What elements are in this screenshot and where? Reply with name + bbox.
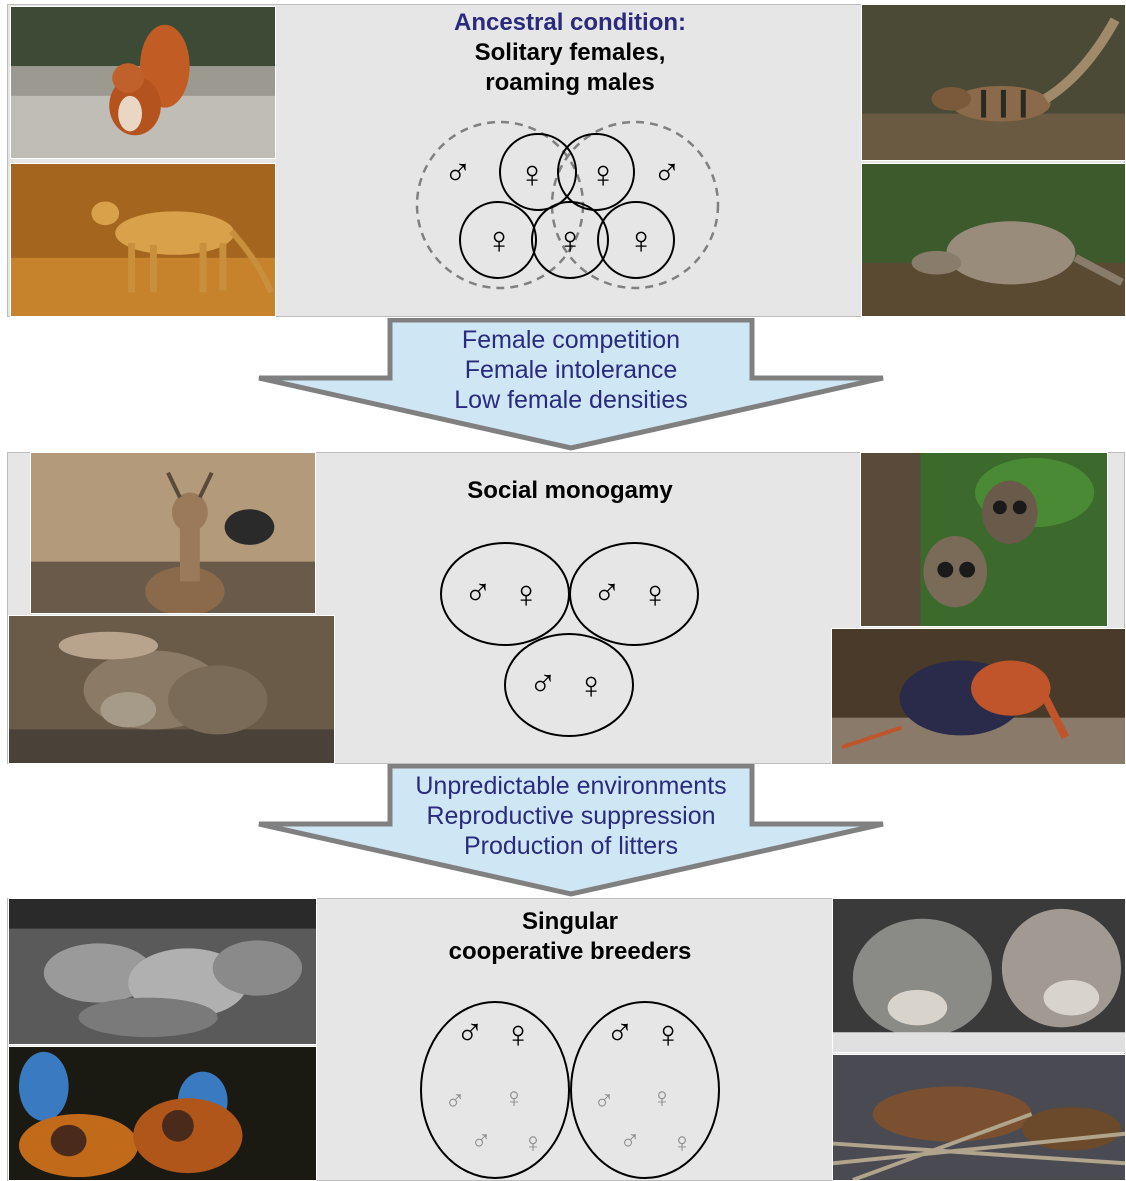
female-symbol: ♀ — [654, 1014, 683, 1056]
male-range-right — [550, 120, 720, 290]
female-symbol: ♀ — [518, 154, 547, 196]
female-range — [499, 133, 577, 211]
female-range — [597, 201, 675, 279]
female-range — [459, 201, 537, 279]
otter-photo — [8, 615, 335, 764]
ancestral-title: Ancestral condition: Solitary females, r… — [330, 8, 810, 98]
female-symbol: ♀ — [641, 574, 670, 616]
subordinate-female-symbol: ♀ — [504, 1082, 525, 1113]
male-symbol: ♂ — [653, 152, 682, 194]
male-symbol: ♂ — [529, 663, 558, 705]
ancestral-title-line1: Solitary females, — [474, 39, 666, 66]
transition-arrow-2: Unpredictable environments Reproductive … — [255, 764, 887, 898]
numbat-photo — [861, 4, 1126, 161]
tamarin-photo — [8, 1046, 317, 1181]
mole-rat-photo — [8, 898, 317, 1045]
subordinate-male-symbol: ♂ — [445, 1085, 466, 1116]
arrow-2-line-1: Unpredictable environments — [415, 772, 727, 800]
monogamy-title: Social monogamy — [330, 476, 810, 506]
male-symbol: ♂ — [444, 152, 473, 194]
pair-territory — [569, 542, 699, 646]
pair-territory — [504, 633, 634, 737]
night-monkey-photo — [860, 452, 1108, 627]
female-symbol: ♀ — [577, 665, 606, 707]
monogamy-pair-diagram: ♂ ♀ ♂ ♀ ♂ ♀ — [440, 542, 699, 737]
armadillo-photo — [861, 163, 1126, 317]
female-symbol: ♀ — [627, 220, 656, 262]
wolf-photo — [832, 898, 1126, 1053]
male-symbol: ♂ — [593, 572, 622, 614]
subordinate-female-symbol: ♀ — [672, 1127, 693, 1158]
arrow-2-line-3: Production of litters — [464, 832, 678, 860]
cheetah-photo — [10, 163, 276, 317]
cooperative-title-line1: Singular — [521, 908, 618, 935]
female-range — [557, 133, 635, 211]
transition-arrow-1: Female competition Female intolerance Lo… — [255, 318, 887, 452]
subordinate-male-symbol: ♂ — [471, 1125, 492, 1156]
arrow-shape — [258, 764, 884, 897]
arrow-1-line-1: Female competition — [461, 326, 681, 354]
male-symbol: ♂ — [464, 572, 493, 614]
female-symbol: ♀ — [485, 220, 514, 262]
cooperative-title: Singular cooperative breeders — [330, 907, 810, 967]
subordinate-female-symbol: ♀ — [523, 1127, 544, 1158]
beaver-photo — [832, 1054, 1126, 1181]
group-territory — [570, 1001, 720, 1179]
cooperative-group-diagram: ♂ ♀ ♂ ♀ ♂ ♀ ♂ ♀ ♂ ♀ ♂ ♀ — [420, 1001, 720, 1179]
ancestral-title-line2: roaming males — [485, 69, 655, 96]
subordinate-male-symbol: ♂ — [594, 1085, 615, 1116]
female-range — [531, 201, 609, 279]
arrow-1-line-2: Female intolerance — [464, 356, 678, 384]
female-symbol: ♀ — [512, 574, 541, 616]
ancestral-title-highlight: Ancestral condition: — [453, 9, 687, 36]
pair-territory — [440, 542, 570, 646]
elephant-shrew-photo — [831, 628, 1126, 765]
male-symbol: ♂ — [606, 1012, 635, 1054]
arrow-1-line-3: Low female densities — [454, 386, 688, 414]
cooperative-title-line2: cooperative breeders — [448, 938, 692, 965]
female-symbol: ♀ — [504, 1014, 533, 1056]
arrow-shape — [258, 318, 884, 451]
female-symbol: ♀ — [589, 154, 618, 196]
squirrel-photo — [10, 6, 276, 159]
group-territory — [420, 1001, 570, 1179]
arrow-2-line-2: Reproductive suppression — [426, 802, 716, 830]
subordinate-female-symbol: ♀ — [652, 1082, 673, 1113]
dikdik-photo — [30, 452, 316, 614]
monogamy-title-line1: Social monogamy — [467, 477, 673, 504]
subordinate-male-symbol: ♂ — [620, 1125, 641, 1156]
male-symbol: ♂ — [456, 1012, 485, 1054]
female-symbol: ♀ — [556, 220, 585, 262]
ancestral-territory-diagram: ♂ ♂ ♀ ♀ ♀ ♀ ♀ — [415, 120, 720, 290]
